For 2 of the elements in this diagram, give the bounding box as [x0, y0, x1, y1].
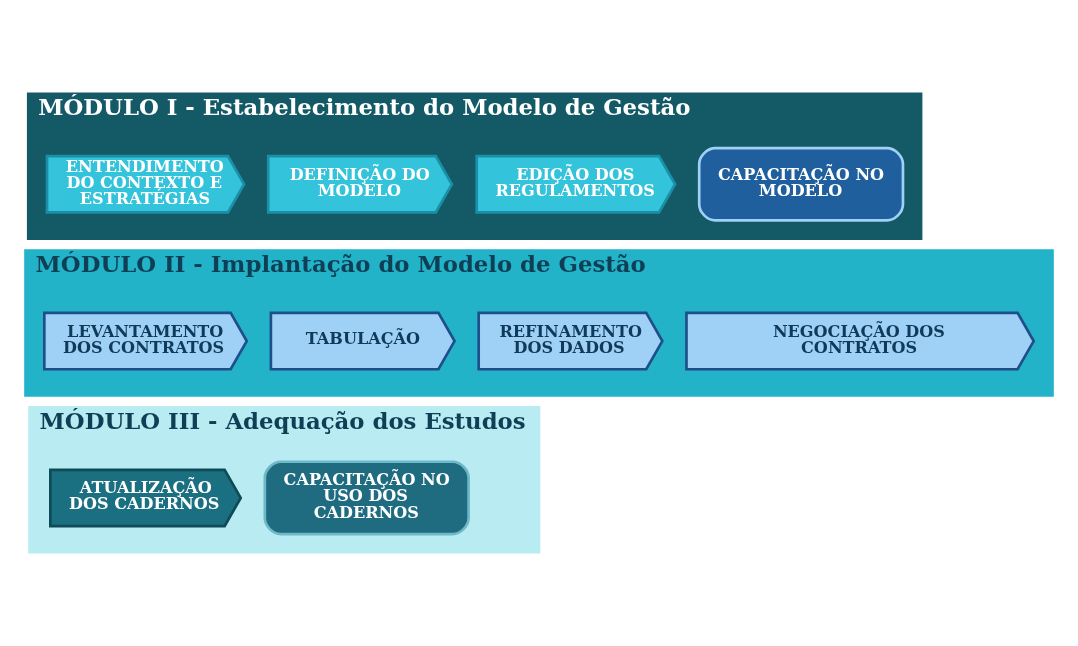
node-box: CAPACITAÇÃO NO USO DOS CADERNOS: [263, 460, 470, 536]
node-box: CAPACITAÇÃO NO MODELO: [697, 146, 905, 222]
